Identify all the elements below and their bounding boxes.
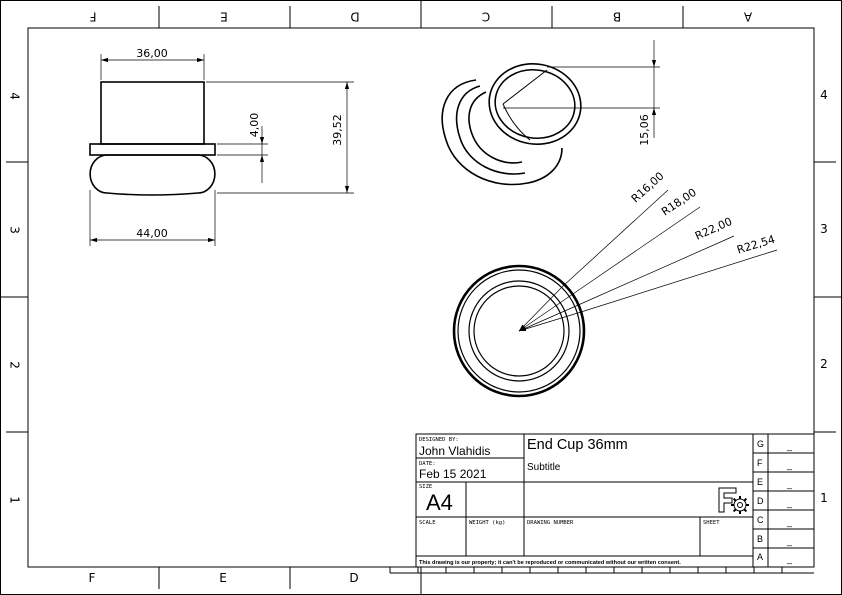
zone-col-top-a: A xyxy=(743,10,752,24)
top-view-circle-r18 xyxy=(468,280,570,382)
revision-value: _ xyxy=(786,441,793,451)
iso-inner-edge xyxy=(502,69,548,105)
dim-radius-1-label: R16,00 xyxy=(629,169,667,205)
zone-row-right-1: 1 xyxy=(820,491,828,505)
revision-value: _ xyxy=(786,460,793,470)
revision-value: _ xyxy=(786,498,793,508)
tb-property-notice: This drawing is our property; it can't b… xyxy=(419,560,681,566)
front-view xyxy=(89,54,354,246)
iso-flange-band xyxy=(468,91,523,164)
dim-width-base-label: 44,00 xyxy=(136,227,168,240)
tb-designed-by: John Vlahidis xyxy=(419,444,490,458)
zone-row-left-2: 2 xyxy=(8,361,22,369)
zone-row-right-2: 2 xyxy=(820,357,828,371)
zone-col-bottom-d: D xyxy=(349,571,358,585)
revision-letter: B xyxy=(757,534,763,544)
radius-leader-3 xyxy=(518,235,735,332)
dimension-flange-thickness xyxy=(217,126,268,183)
isometric-view xyxy=(441,63,582,186)
top-view-circle-r16 xyxy=(473,285,565,377)
zone-row-left-3: 3 xyxy=(8,226,22,234)
top-view-circle-r22 xyxy=(457,269,581,393)
tb-date-label: DATE: xyxy=(419,461,436,467)
tb-scale-label: SCALE xyxy=(419,520,436,526)
revision-letter: A xyxy=(757,552,763,562)
freecad-logo xyxy=(718,487,749,514)
revision-letter: C xyxy=(757,515,764,525)
zone-col-top-d: D xyxy=(350,10,359,24)
zone-col-top-c: C xyxy=(482,10,490,24)
tb-designed-by-label: DESIGNED BY: xyxy=(419,437,459,443)
tb-date: Feb 15 2021 xyxy=(419,467,487,481)
dim-height-total-label: 39,52 xyxy=(331,114,344,146)
revision-letter: D xyxy=(757,496,764,506)
radius-leader-4 xyxy=(518,249,778,332)
radius-leader-2 xyxy=(518,206,701,332)
zone-row-right-3: 3 xyxy=(820,222,828,236)
title-block xyxy=(389,433,815,574)
zone-col-top-e: E xyxy=(220,10,228,24)
tb-sheet-label: SHEET xyxy=(703,520,720,526)
dim-iso-height-label: 15,06 xyxy=(638,114,651,146)
iso-flange-inner xyxy=(455,85,526,175)
zone-col-top-f: F xyxy=(89,10,96,24)
tb-drawing-number-label: DRAWING NUMBER xyxy=(527,520,574,526)
zone-col-bottom-f: F xyxy=(89,571,96,585)
revision-value: _ xyxy=(786,479,793,489)
dim-flange-thickness-label: 4,00 xyxy=(248,113,261,138)
revision-table: G _ F _ E _ D _ C _ B _ A _ xyxy=(757,439,793,564)
revision-value: _ xyxy=(786,517,793,527)
tb-weight-label: WEIGHT (kg) xyxy=(469,520,505,526)
radius-leaders xyxy=(518,189,778,332)
zone-row-left-4: 4 xyxy=(8,92,22,100)
gear-icon xyxy=(731,496,749,514)
revision-value: _ xyxy=(786,536,793,546)
iso-flange-outer xyxy=(441,79,563,186)
front-view-body xyxy=(100,81,205,145)
revision-value: _ xyxy=(786,554,793,564)
top-view xyxy=(452,264,586,398)
dim-radius-2-label: R18,00 xyxy=(659,186,699,219)
radius-leader-1 xyxy=(518,189,669,332)
zone-row-left-1: 1 xyxy=(8,496,22,504)
dim-radius-4-label: R22,54 xyxy=(735,233,776,257)
dimension-width-top xyxy=(100,54,205,80)
top-view-circle-r22-54 xyxy=(452,264,586,398)
revision-letter: F xyxy=(757,458,763,468)
dim-width-top-label: 36,00 xyxy=(136,47,168,60)
front-view-flange xyxy=(89,143,216,156)
dimension-width-base xyxy=(89,190,216,246)
tb-title: End Cup 36mm xyxy=(527,437,628,453)
tb-size: A4 xyxy=(426,490,453,515)
tb-size-label: SIZE xyxy=(419,484,432,490)
iso-top-rim-outer xyxy=(488,63,582,145)
iso-top-rim-inner xyxy=(494,69,576,139)
dimension-iso-height xyxy=(503,40,660,138)
revision-letter: E xyxy=(757,477,763,487)
zone-row-right-4: 4 xyxy=(820,88,828,102)
zone-labels: F E D C B A F E D 4 3 2 1 4 3 2 1 xyxy=(8,10,828,586)
zone-col-top-b: B xyxy=(613,10,621,24)
zone-col-bottom-e: E xyxy=(219,571,227,585)
front-view-base xyxy=(89,154,216,196)
revision-letter: G xyxy=(757,439,764,449)
dimension-height-total xyxy=(206,81,354,194)
tb-subtitle: Subtitle xyxy=(527,462,561,473)
freecad-logo-f xyxy=(718,487,737,513)
